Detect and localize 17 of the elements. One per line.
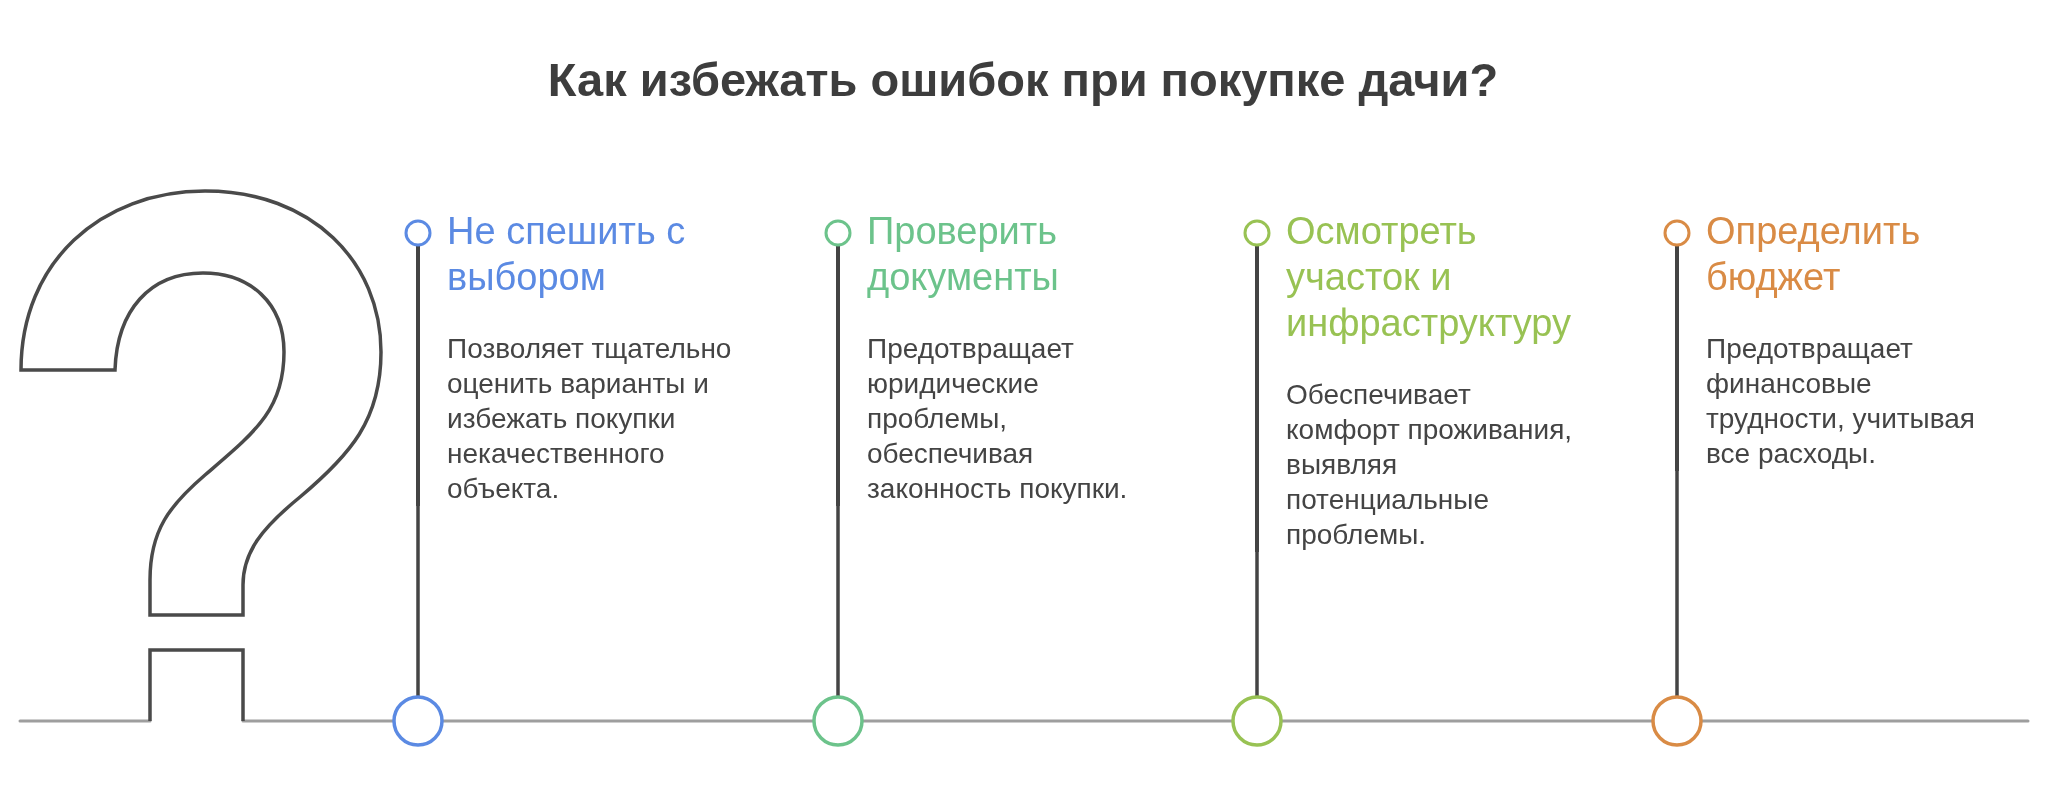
diagram-title: Как избежать ошибок при покупке дачи? — [547, 53, 1499, 107]
connector-line — [416, 506, 420, 697]
connector-line — [836, 506, 840, 697]
connector-line — [1675, 471, 1679, 697]
step-description: Обеспечивает комфорт проживания, выявляя потенциальные проблемы. — [1286, 378, 1574, 552]
timeline-circle — [1231, 695, 1283, 747]
step-description: Предотвращает юридические проблемы, обеспечивая законность покупки. — [867, 332, 1129, 506]
connector-line — [1255, 552, 1259, 697]
timeline-circle — [392, 695, 444, 747]
step-heading: Не спешить с выбором — [447, 209, 687, 300]
timeline-circle — [1651, 695, 1703, 747]
step-heading: Осмотреть участок и инфраструктуру — [1286, 209, 1573, 346]
step-description: Предотвращает финансовые трудности, учитывая все расходы. — [1706, 332, 1977, 471]
step-heading: Проверить документы — [867, 209, 1060, 300]
step-heading: Определить бюджет — [1706, 209, 1922, 300]
step-description: Позволяет тщательно оценить варианты и избежать покупки некачественного объекта. — [447, 332, 733, 506]
timeline-circle — [812, 695, 864, 747]
